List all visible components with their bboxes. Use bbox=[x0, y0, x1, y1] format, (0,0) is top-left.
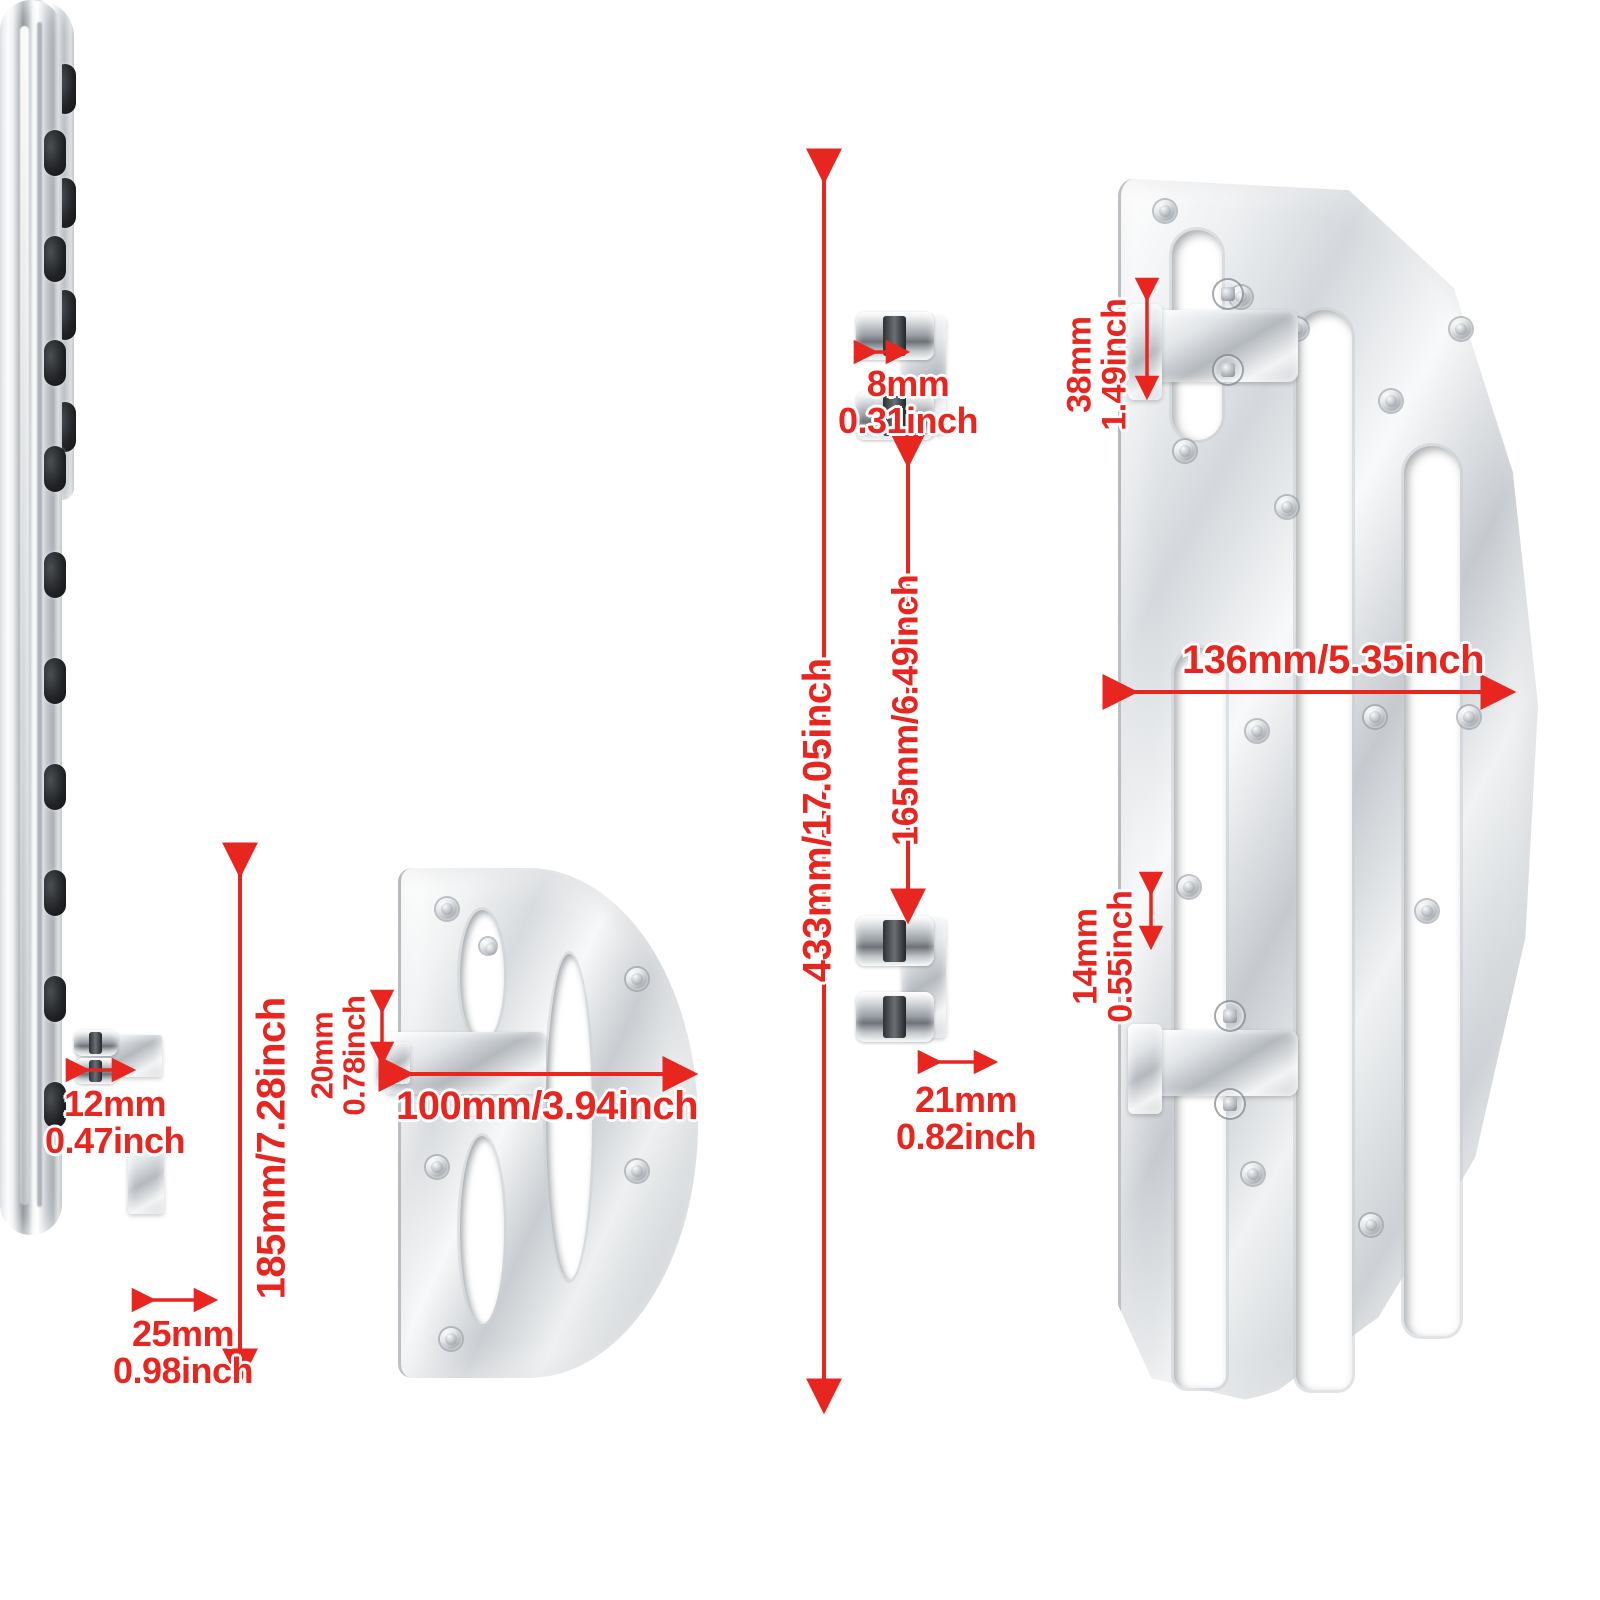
dimension-label-433mm: 433mm/17.05inch bbox=[794, 656, 842, 984]
rivet bbox=[1178, 876, 1200, 898]
tall-edge-view bbox=[0, 0, 946, 1235]
rivet bbox=[1364, 706, 1386, 728]
mount-pin-upper bbox=[1128, 304, 1162, 400]
mount-bracket-lower bbox=[1148, 1030, 1298, 1096]
slot-opening bbox=[44, 130, 66, 176]
clamp-collar-upper bbox=[856, 392, 934, 440]
slot-opening bbox=[44, 870, 66, 916]
rivet bbox=[1380, 390, 1402, 412]
rivet bbox=[440, 1328, 462, 1350]
large-floorboard-view bbox=[1118, 178, 1538, 1403]
mount-pin bbox=[376, 1042, 410, 1084]
bolt bbox=[1216, 1002, 1244, 1030]
dimension-label-25mm: 25mm 0.98inch bbox=[111, 1313, 256, 1391]
chrome-groove bbox=[37, 22, 42, 1207]
dimension-label-20mm: 20mm 0.78inch bbox=[302, 994, 373, 1118]
clamp-collar-lower bbox=[856, 916, 934, 966]
clamp-collar bbox=[74, 1058, 118, 1084]
rivet bbox=[1174, 440, 1196, 462]
rivet bbox=[1276, 496, 1298, 518]
rivet bbox=[1242, 1163, 1264, 1185]
rivet bbox=[1154, 200, 1176, 222]
oval-slot bbox=[460, 910, 504, 1042]
rivet bbox=[436, 898, 458, 920]
slot-opening bbox=[44, 976, 66, 1022]
rivet bbox=[1360, 1214, 1382, 1236]
mount-tab-lower bbox=[128, 1140, 164, 1214]
slot-opening bbox=[44, 552, 66, 598]
tall-board-edge bbox=[0, 0, 66, 1235]
clamp-collar-lower bbox=[856, 992, 934, 1042]
clamp-collar-upper bbox=[856, 312, 934, 360]
bolt bbox=[1214, 280, 1242, 308]
rivet bbox=[1416, 900, 1438, 922]
dimension-label-165mm: 165mm/6.49inch bbox=[883, 573, 928, 848]
long-slot bbox=[1296, 310, 1352, 1390]
dimension-label-185mm: 185mm/7.28inch bbox=[248, 995, 296, 1301]
mount-pin-lower bbox=[1128, 1024, 1162, 1114]
small-floorboard-view bbox=[376, 868, 698, 1378]
rivet bbox=[1450, 318, 1472, 340]
slot-opening bbox=[44, 1082, 66, 1128]
long-slot bbox=[1174, 648, 1226, 1388]
clamp-collar bbox=[74, 1030, 118, 1056]
rivet bbox=[626, 968, 648, 990]
mount-bracket bbox=[386, 1032, 546, 1094]
oval-slot bbox=[546, 954, 592, 1280]
rivet bbox=[1458, 706, 1480, 728]
slot-opening bbox=[44, 236, 66, 282]
rivet bbox=[1246, 720, 1268, 742]
slot-opening bbox=[44, 446, 66, 492]
slot-opening bbox=[44, 764, 66, 810]
bolt bbox=[1216, 1090, 1244, 1118]
rivet bbox=[1230, 286, 1252, 308]
dimension-label-21mm: 21mm 0.82inch bbox=[894, 1079, 1039, 1157]
long-slot bbox=[1404, 446, 1460, 1336]
rivet-small bbox=[480, 938, 497, 955]
oval-slot bbox=[460, 1136, 504, 1324]
chrome-highlight bbox=[20, 26, 29, 1205]
rivet bbox=[426, 1156, 448, 1178]
rivet bbox=[626, 1160, 648, 1182]
slot-opening bbox=[44, 340, 66, 386]
slot-opening bbox=[44, 658, 66, 704]
bolt bbox=[1214, 356, 1242, 384]
